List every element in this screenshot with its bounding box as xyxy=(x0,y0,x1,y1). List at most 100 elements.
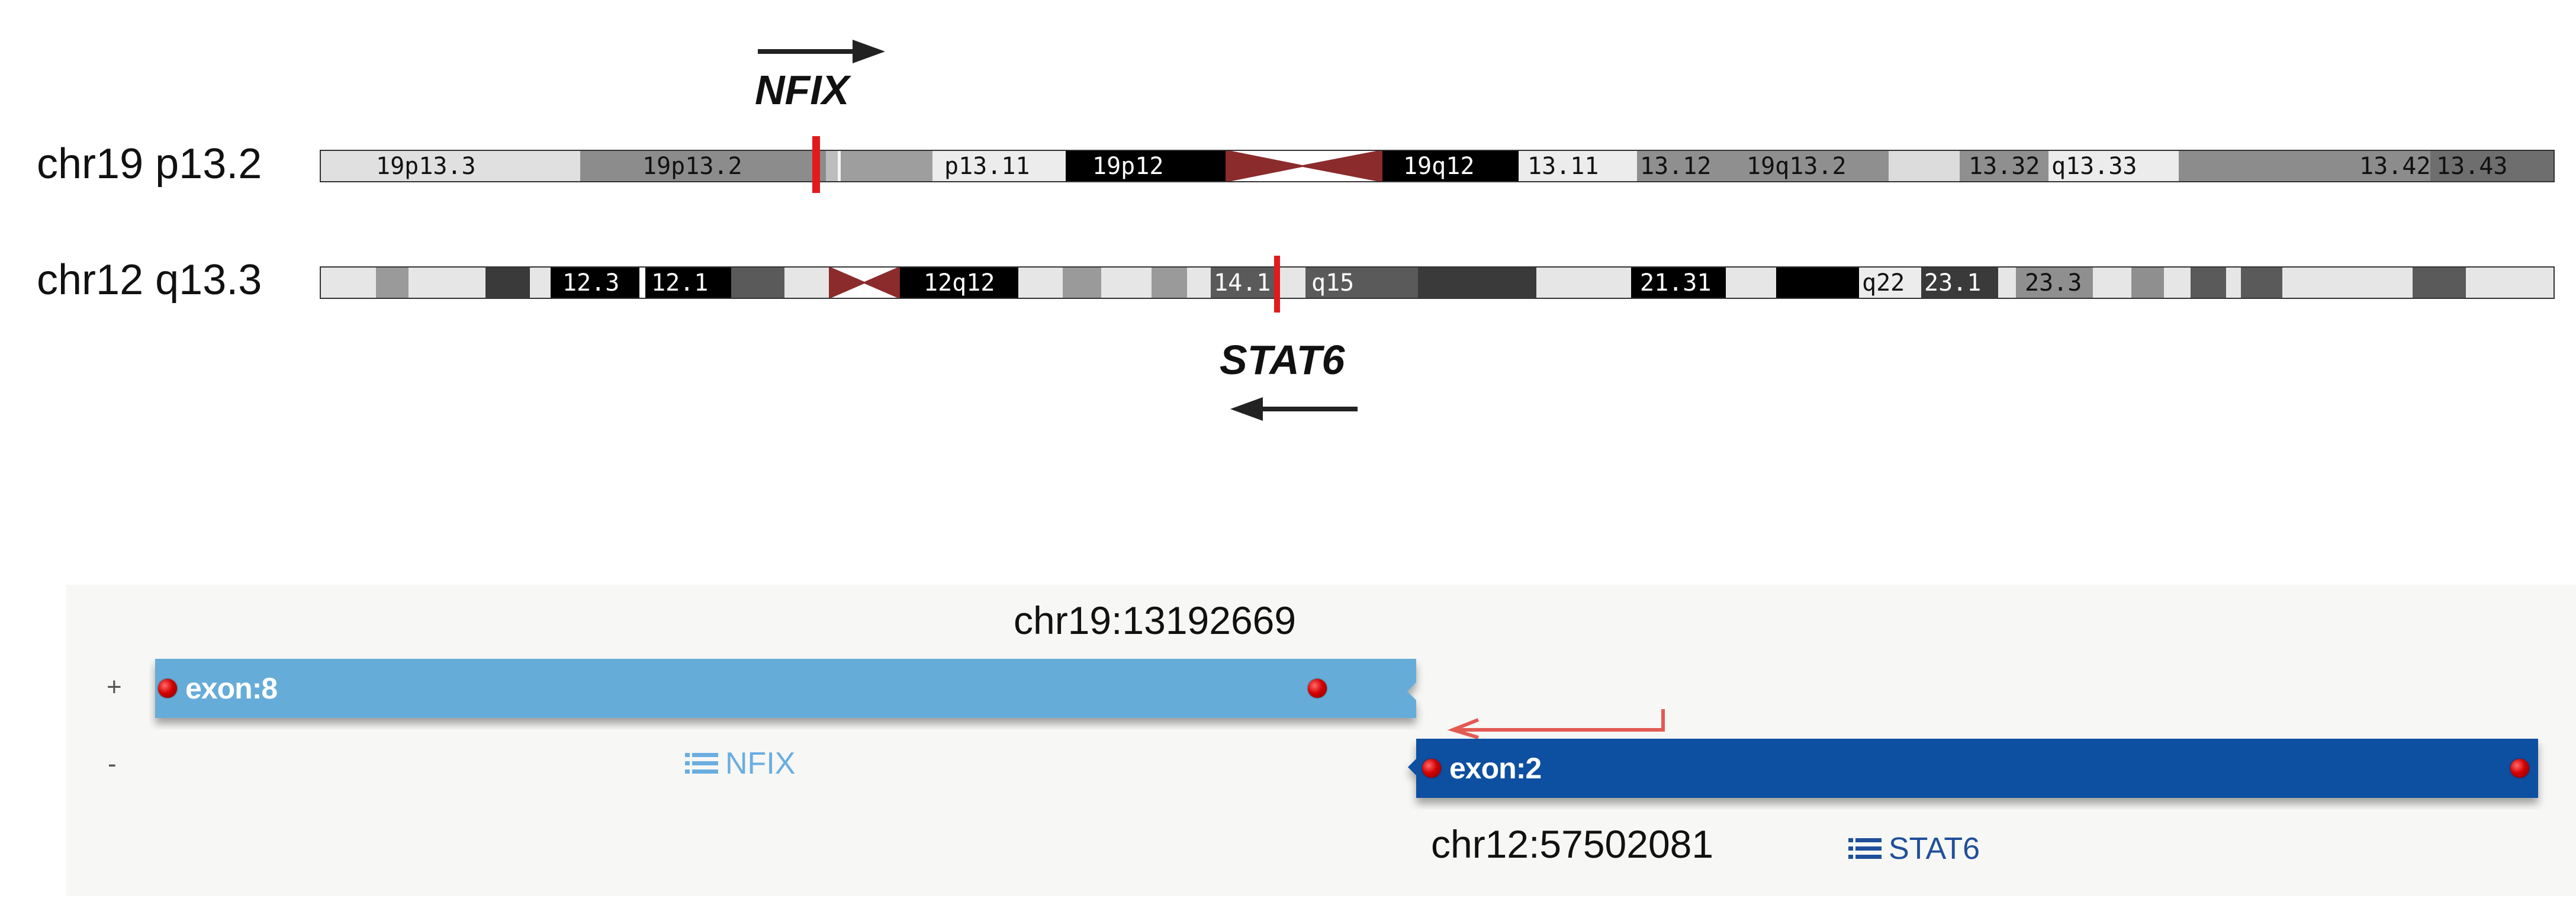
chr19-band-9 xyxy=(1382,150,1519,182)
stat6-transcript-arrow-icon xyxy=(1446,709,1671,741)
chr19-centromere-right xyxy=(1303,150,1382,182)
chr12-band-35 xyxy=(2241,266,2282,299)
right-strand-label: - xyxy=(108,749,117,778)
chr12-centromere-left xyxy=(829,266,864,299)
chr12-band-2 xyxy=(409,266,485,299)
chr12-band-17 xyxy=(1187,266,1211,299)
chr12-band-18 xyxy=(1211,266,1276,299)
chr19-band-label: 13.42 xyxy=(2359,153,2430,180)
chr12-band-0 xyxy=(320,266,376,299)
chr12-band-28 xyxy=(1998,266,2016,299)
stat6-gene-link[interactable]: STAT6 xyxy=(1848,831,1980,867)
left-breakpoint-coordinate: chr19:13192669 xyxy=(1014,598,1297,642)
stat6-exon-end-dot-icon xyxy=(2510,759,2529,778)
chr12-band-31 xyxy=(2131,266,2164,299)
chr12-band-label: 12.1 xyxy=(651,269,708,297)
chr19-band-11 xyxy=(1637,150,1735,182)
chr12-band-label: 12q12 xyxy=(924,269,995,297)
stat6-gene-label: STAT6 xyxy=(1889,832,1980,866)
chr19-band-13 xyxy=(1889,150,1960,182)
chr12-band-25 xyxy=(1776,266,1859,299)
nfix-exon-start-dot-icon xyxy=(158,679,177,698)
stat6-exon-start-dot-icon xyxy=(1422,759,1441,778)
nfix-breakpoint-marker xyxy=(812,136,820,193)
right-breakpoint-coordinate: chr12:57502081 xyxy=(1431,822,1714,866)
chr19-band-3 xyxy=(838,150,841,182)
chr12-band-3 xyxy=(485,266,530,299)
chr12-band-label: q15 xyxy=(1311,269,1354,297)
stat6-gene-title: STAT6 xyxy=(1220,337,1345,383)
left-strand-label: + xyxy=(107,672,122,701)
chr12-band-24 xyxy=(1726,266,1776,299)
nfix-exon-content: exon:8 xyxy=(158,659,278,718)
chr19-label: chr19 p13.2 xyxy=(37,140,262,188)
chr12-label: chr12 q13.3 xyxy=(37,256,262,304)
nfix-gene-title: NFIX xyxy=(755,67,850,113)
chr12-band-20 xyxy=(1305,266,1418,299)
chr12-band-38 xyxy=(2466,266,2555,299)
nfix-exon-end-dot-icon xyxy=(1308,679,1327,698)
chr12-band-7 xyxy=(645,266,731,299)
nfix-gene-link[interactable]: NFIX xyxy=(685,746,795,781)
chr19-band-label: 13.43 xyxy=(2436,153,2507,180)
chr12-band-23 xyxy=(1631,266,1726,299)
chr12-band-label: 12.3 xyxy=(562,269,619,297)
nfix-direction-arrow-icon xyxy=(758,37,888,69)
chr12-band-1 xyxy=(376,266,409,299)
chr19-band-5 xyxy=(932,150,1066,182)
chr12-band-14 xyxy=(1063,266,1101,299)
chr19-band-label: 19p13.3 xyxy=(376,153,476,180)
chr19-band-label: 19p12 xyxy=(1092,153,1163,180)
chr12-band-21 xyxy=(1418,266,1536,299)
chr12-band-34 xyxy=(2226,266,2241,299)
chr19-band-14 xyxy=(1960,150,2048,182)
chr12-band-26 xyxy=(1859,266,1921,299)
chr12-band-12 xyxy=(900,266,1018,299)
chr12-band-22 xyxy=(1536,266,1631,299)
stat6-breakpoint-marker xyxy=(1274,256,1280,313)
chr12-band-6 xyxy=(639,266,645,299)
chr19-band-17 xyxy=(2279,150,2288,182)
chr19-band-label: 13.11 xyxy=(1527,153,1599,180)
nfix-exon-block[interactable] xyxy=(149,659,1452,732)
chr12-band-13 xyxy=(1018,266,1063,299)
chr12-band-9 xyxy=(784,266,829,299)
chr19-band-label: 13.32 xyxy=(1969,153,2040,180)
chr12-band-8 xyxy=(731,266,784,299)
stat6-list-icon xyxy=(1848,837,1882,861)
chr12-band-label: 14.1 xyxy=(1214,269,1271,297)
chr19-band-19 xyxy=(2430,150,2555,182)
nfix-gene-label: NFIX xyxy=(725,746,796,781)
stat6-exon-block[interactable] xyxy=(1392,739,2576,812)
chr19-band-label: q13.33 xyxy=(2051,153,2137,180)
chr12-band-32 xyxy=(2164,266,2191,299)
chr12-ideogram: 12.3 12.1 12q12 14.1 q15 21.31 q22 23.1 23.3 xyxy=(320,266,2555,299)
chr12-band-15 xyxy=(1101,266,1152,299)
chr19-band-0 xyxy=(320,150,580,182)
chr12-band-label: 23.3 xyxy=(2025,269,2082,297)
chr19-band-18 xyxy=(2288,150,2430,182)
chr19-band-15 xyxy=(2048,150,2179,182)
nfix-list-icon xyxy=(685,752,718,775)
chr19-band-label: p13.11 xyxy=(944,153,1030,180)
chr12-band-27 xyxy=(1921,266,1998,299)
chr19-band-label: 19q13.2 xyxy=(1747,153,1847,180)
chr12-band-30 xyxy=(2093,266,2131,299)
stat6-direction-arrow-icon xyxy=(1230,394,1361,426)
chr12-band-label: 23.1 xyxy=(1924,269,1981,297)
chr12-band-37 xyxy=(2413,266,2466,299)
chr12-band-label: 21.31 xyxy=(1640,269,1711,297)
chr19-band-label: 13.12 xyxy=(1640,153,1711,180)
chr19-band-1 xyxy=(580,150,826,182)
chr19-band-10 xyxy=(1519,150,1637,182)
stat6-exon-label: exon:2 xyxy=(1449,752,1542,785)
chr12-band-33 xyxy=(2191,266,2226,299)
nfix-exon-label: exon:8 xyxy=(185,672,278,705)
stat6-exon-content: exon:2 xyxy=(1422,739,1542,798)
chr19-band-12 xyxy=(1735,150,1889,182)
chr19-band-16 xyxy=(2179,150,2279,182)
chr12-band-label: q22 xyxy=(1862,269,1905,297)
chr12-band-4 xyxy=(530,266,551,299)
fusion-panel: chr19:13192669 + - exon:8 NFIX xyxy=(66,585,2576,896)
